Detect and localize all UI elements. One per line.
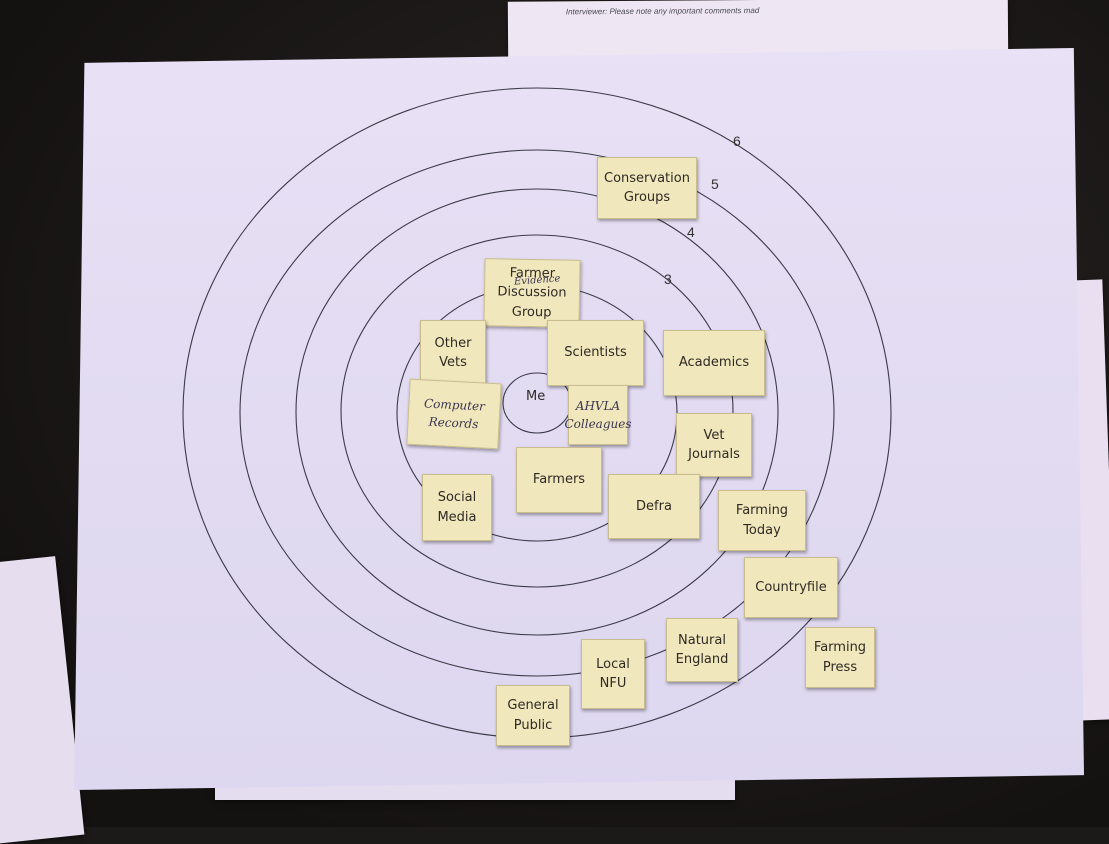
card-scientists[interactable]: Scientists xyxy=(547,320,644,386)
card-ahvla-colleagues[interactable]: AHVLA Colleagues xyxy=(565,385,632,445)
ring-4 xyxy=(295,188,779,636)
card-academics[interactable]: Academics xyxy=(663,330,765,396)
card-social-media[interactable]: Social Media xyxy=(422,474,492,541)
card-vet-journals[interactable]: Vet Journals xyxy=(676,413,752,477)
ring-label-5: 5 xyxy=(711,176,719,192)
card-farming-press[interactable]: Farming Press xyxy=(805,627,875,688)
ring-label-3: 3 xyxy=(664,271,672,287)
card-farmers[interactable]: Farmers xyxy=(516,447,602,513)
card-local-nfu[interactable]: Local NFU xyxy=(581,639,645,709)
card-farmer-discussion-group[interactable]: Farmer Discussion Group xyxy=(483,258,581,328)
card-general-public[interactable]: General Public xyxy=(496,685,570,746)
card-defra[interactable]: Defra xyxy=(608,474,700,539)
card-computer-records[interactable]: Computer Records xyxy=(406,378,502,450)
center-me-label: Me xyxy=(526,389,546,404)
ring-label-4: 4 xyxy=(687,224,695,240)
ring-3 xyxy=(340,234,734,588)
ring-6 xyxy=(182,87,892,739)
ring-5 xyxy=(239,149,835,677)
card-countryfile[interactable]: Countryfile xyxy=(744,557,838,618)
ring-label-6: 6 xyxy=(733,133,741,149)
card-conservation-groups[interactable]: Conservation Groups xyxy=(597,157,697,219)
card-natural-england[interactable]: Natural England xyxy=(666,618,738,682)
card-farming-today[interactable]: Farming Today xyxy=(718,490,806,551)
card-other-vets[interactable]: Other Vets xyxy=(420,320,486,386)
